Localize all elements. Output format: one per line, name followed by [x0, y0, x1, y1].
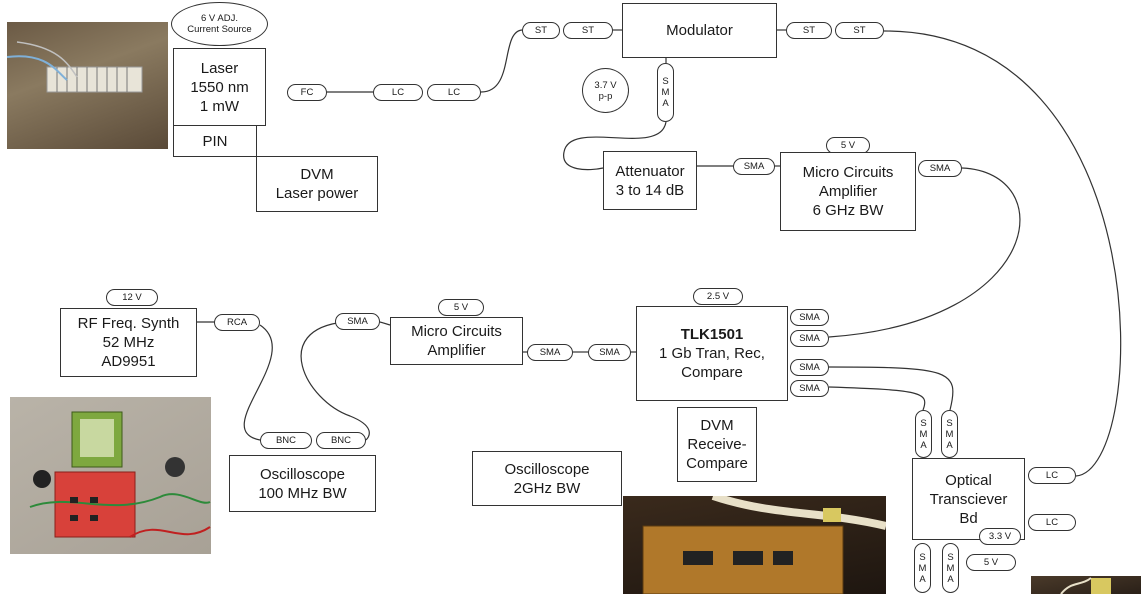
synth-photo: [10, 397, 211, 554]
sma-letter-m: M: [662, 87, 670, 98]
sma-connector-tlk-4: SMA: [790, 380, 829, 397]
wire-sma-bnc: [301, 322, 369, 440]
st-connector-2: ST: [563, 22, 613, 39]
wire-lc-st: [481, 30, 522, 92]
voltage-rf-synth: 12 V: [106, 289, 158, 306]
sma-connector-tlk-1: SMA: [790, 309, 829, 326]
tlk-description: 1 Gb Tran, Rec, Compare: [659, 344, 765, 382]
osc-100-box: Oscilloscope 100 MHz BW: [229, 455, 376, 512]
sma-letter-m: M: [920, 429, 928, 440]
voltage-tlk: 2.5 V: [693, 288, 743, 305]
voltage-amp-mid: 5 V: [438, 299, 484, 316]
transceiver-photo: [1031, 576, 1141, 594]
current-source-oval: 6 V ADJ. Current Source: [171, 2, 268, 46]
tlk-title: TLK1501: [681, 325, 744, 344]
amp-mid-box: Micro Circuits Amplifier: [390, 317, 523, 365]
rf-synth-box: RF Freq. Synth 52 MHz AD9951: [60, 308, 197, 377]
dvm-receive-box: DVM Receive- Compare: [677, 407, 757, 482]
wire-sma-ampmid: [380, 322, 390, 325]
sma-letter-a: A: [919, 574, 925, 585]
dvm-laser-box: DVM Laser power: [256, 156, 378, 212]
pin-box: PIN: [173, 125, 257, 157]
sma-letter-s: S: [920, 418, 926, 429]
wire-st-optical-lc: [884, 31, 1121, 476]
sma-letter-s: S: [662, 76, 668, 87]
pcb-photo: [623, 496, 886, 594]
voltage-bottom: 5 V: [966, 554, 1016, 571]
wire-rca-bnc: [244, 325, 272, 440]
voltage-optical: 3.3 V: [979, 528, 1021, 545]
st-connector-1: ST: [522, 22, 560, 39]
rca-connector: RCA: [214, 314, 260, 331]
sma-letter-a: A: [946, 440, 952, 451]
osc-2g-box: Oscilloscope 2GHz BW: [472, 451, 622, 506]
sma-letter-m: M: [947, 563, 955, 574]
sma-letter-a: A: [662, 98, 668, 109]
sma-connector-tlk-2: SMA: [790, 330, 829, 347]
tlk-box: TLK1501 1 Gb Tran, Rec, Compare: [636, 306, 788, 401]
st-connector-4: ST: [835, 22, 884, 39]
sma-connector-ampmid-out: SMA: [527, 344, 573, 361]
attenuator-box: Attenuator 3 to 14 dB: [603, 151, 697, 210]
sma-letter-s: S: [947, 552, 953, 563]
vpp-oval: 3.7 V p-p: [582, 68, 629, 113]
sma-letter-a: A: [920, 440, 926, 451]
fc-connector: FC: [287, 84, 327, 101]
sma-connector-tlk-in: SMA: [588, 344, 631, 361]
sma-connector-att: SMA: [733, 158, 775, 175]
amp-top-box: Micro Circuits Amplifier 6 GHz BW: [780, 152, 916, 231]
wire-tlk-sma-2: [829, 387, 925, 410]
lc-connector-optical-1: LC: [1028, 467, 1076, 484]
modulator-box: Modulator: [622, 3, 777, 58]
sma-letter-m: M: [919, 563, 927, 574]
lc-connector-2: LC: [427, 84, 481, 101]
st-connector-3: ST: [786, 22, 832, 39]
sma-letter-s: S: [946, 418, 952, 429]
sma-connector-ampmid-in: SMA: [335, 313, 380, 330]
laser-box: Laser 1550 nm 1 mW: [173, 48, 266, 126]
bnc-connector-2: BNC: [316, 432, 366, 449]
lc-connector-1: LC: [373, 84, 423, 101]
laser-photo: [7, 22, 168, 149]
sma-letter-s: S: [919, 552, 925, 563]
sma-letter-m: M: [946, 429, 954, 440]
sma-connector-amp-top: SMA: [918, 160, 962, 177]
bnc-connector-1: BNC: [260, 432, 312, 449]
lc-connector-optical-2: LC: [1028, 514, 1076, 531]
wire-tlk-sma-1: [829, 367, 953, 410]
sma-connector-tlk-3: SMA: [790, 359, 829, 376]
sma-letter-a: A: [947, 574, 953, 585]
